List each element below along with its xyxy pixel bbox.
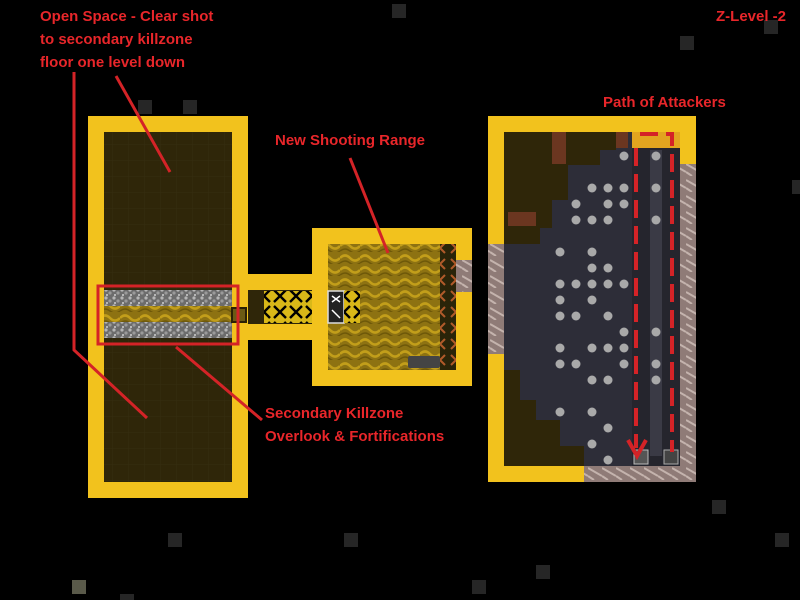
label-shooting-range: New Shooting Range xyxy=(275,129,425,152)
boulder-icon xyxy=(408,356,440,368)
label-open-space: Open Space - Clear shot to secondary kil… xyxy=(40,5,213,74)
cage-trap-icon[interactable] xyxy=(664,450,678,464)
fortification-column[interactable] xyxy=(440,244,456,370)
gravel-row-top xyxy=(104,290,232,306)
label-open-space-line2: to secondary killzone xyxy=(40,28,213,51)
label-secondary-killzone: Secondary Killzone Overlook & Fortificat… xyxy=(265,402,444,448)
label-open-space-line3: floor one level down xyxy=(40,51,213,74)
fortification-icon[interactable] xyxy=(264,291,312,323)
label-killzone-line1: Secondary Killzone xyxy=(265,402,444,425)
shooting-range-room xyxy=(312,228,472,386)
gravel-row-bottom xyxy=(104,322,232,338)
door-icon[interactable] xyxy=(616,132,628,148)
door-icon[interactable] xyxy=(552,132,566,164)
fortification-icon[interactable] xyxy=(344,291,360,323)
label-open-space-line1: Open Space - Clear shot xyxy=(40,5,213,28)
open-space-room xyxy=(88,116,248,498)
label-z-level: Z-Level -2 xyxy=(716,5,786,28)
corridor xyxy=(248,274,314,340)
label-path-of-attackers: Path of Attackers xyxy=(603,91,726,114)
door-icon[interactable] xyxy=(508,212,536,226)
archery-target-icon[interactable] xyxy=(328,291,344,323)
label-killzone-line2: Overlook & Fortifications xyxy=(265,425,444,448)
archery-floor-row xyxy=(104,306,232,322)
